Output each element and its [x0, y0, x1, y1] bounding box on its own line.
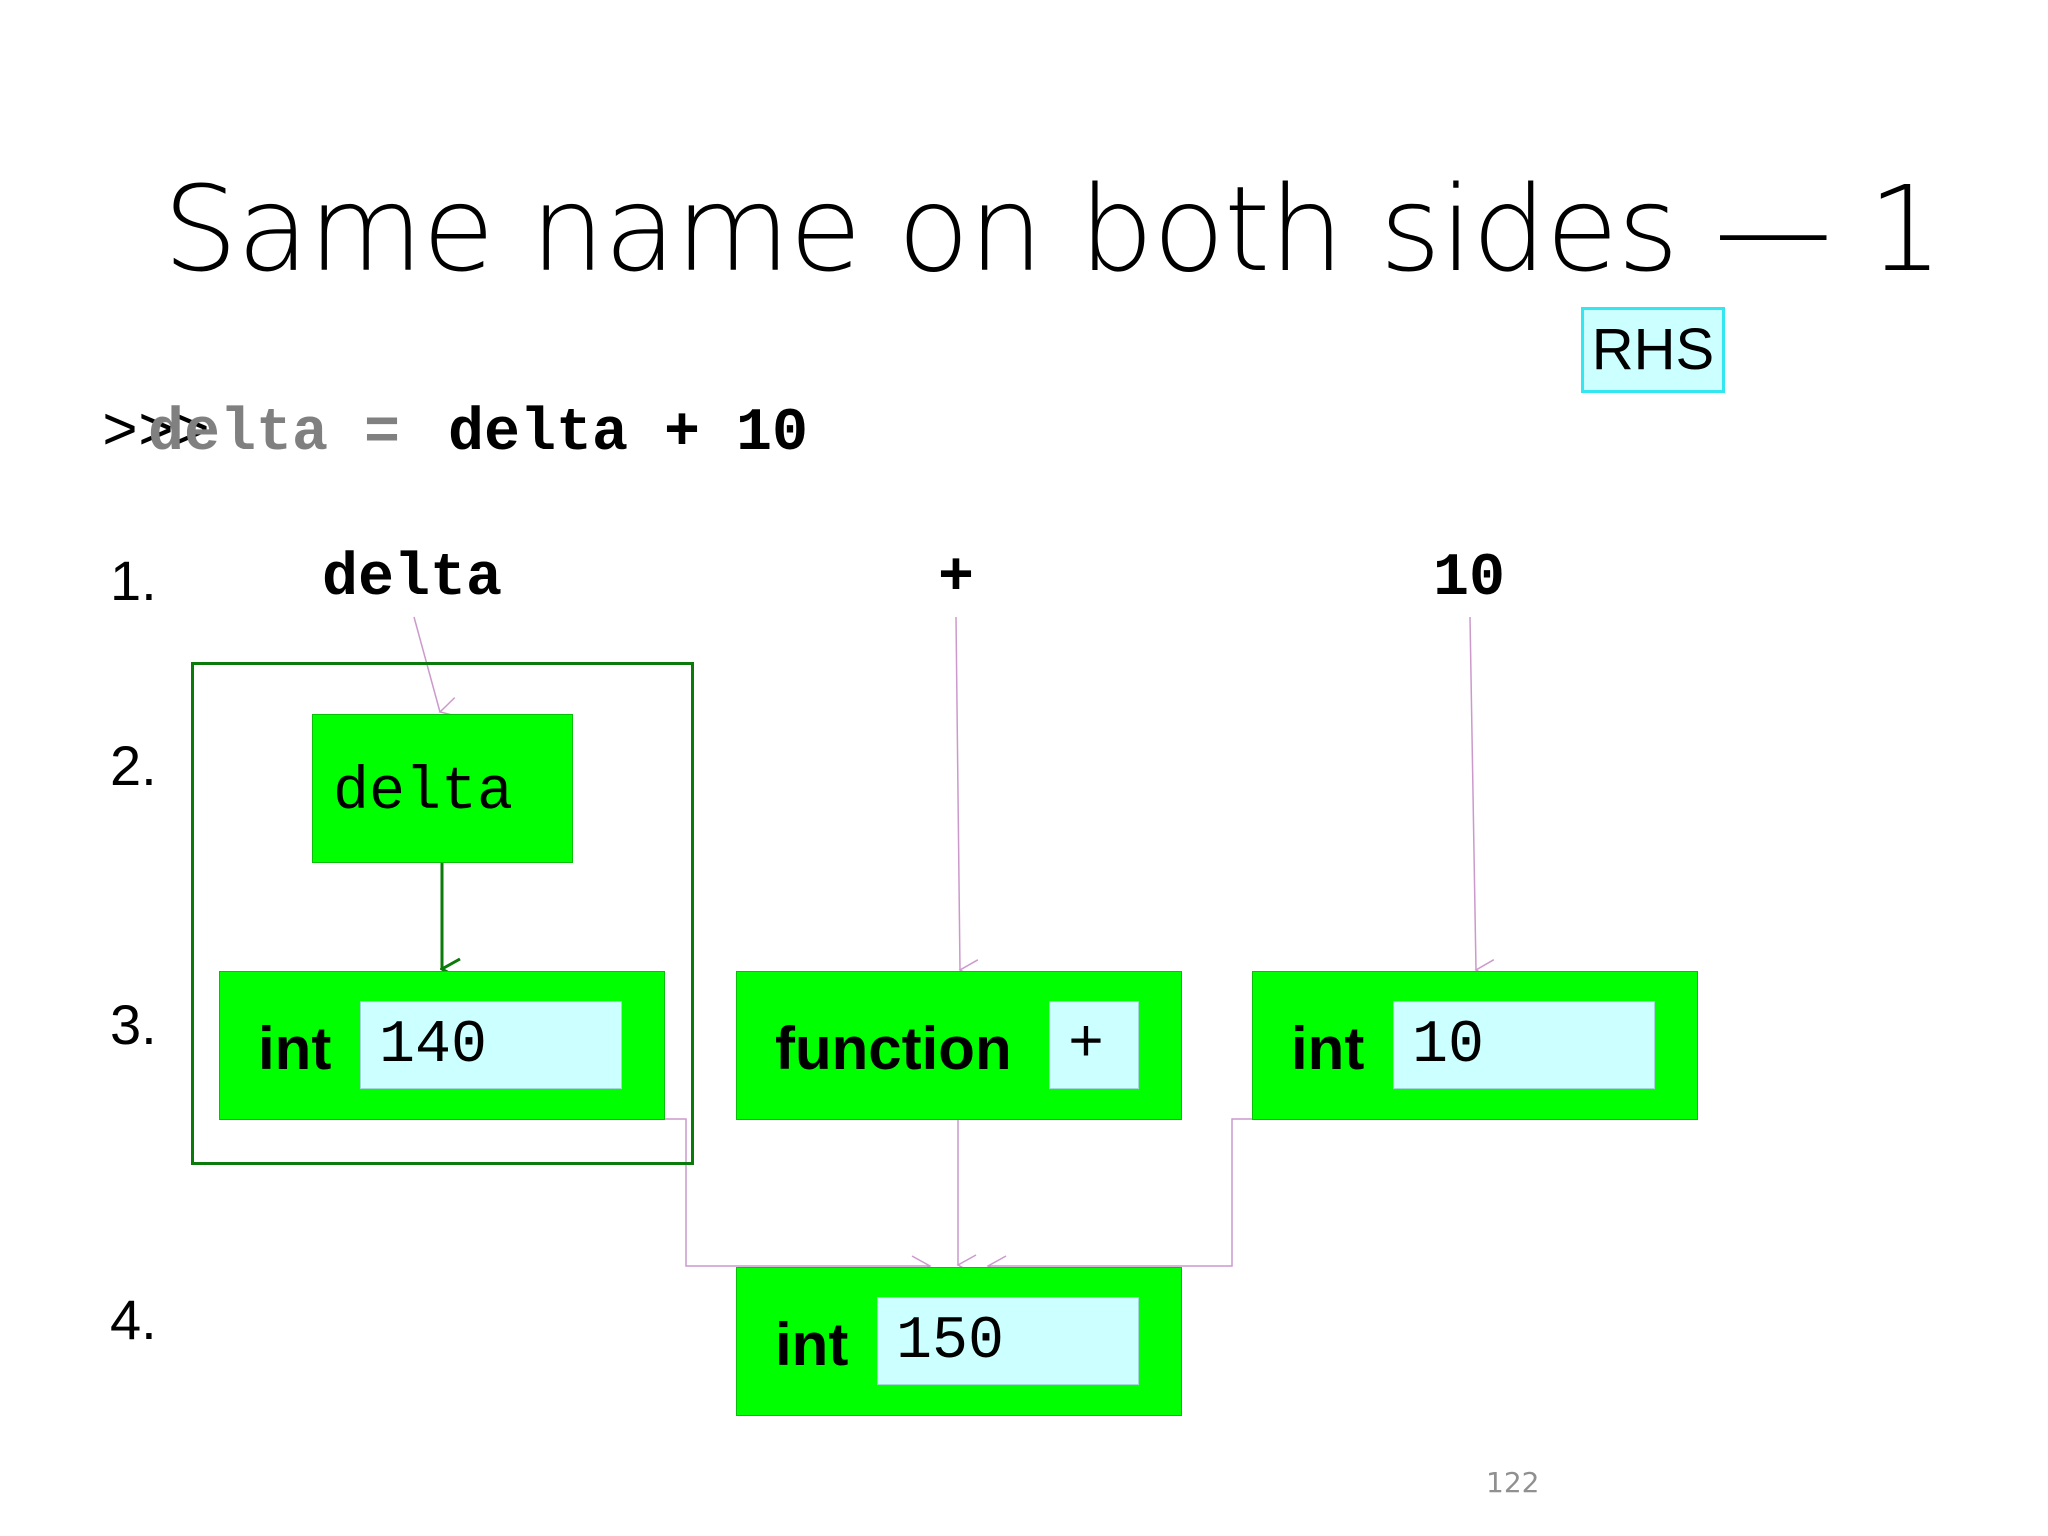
name-box-delta: delta: [312, 714, 573, 863]
statement-lhs: delta =: [148, 400, 401, 468]
object-value: 140: [360, 1001, 622, 1089]
step-3-label: 3.: [110, 993, 157, 1056]
object-value: 10: [1393, 1001, 1655, 1089]
object-type: int: [258, 1015, 332, 1082]
step-2-label: 2.: [110, 734, 157, 797]
token-plus: +: [938, 545, 975, 613]
object-function-plus: function +: [736, 971, 1182, 1120]
token-ten: 10: [1433, 545, 1506, 613]
rhs-badge: RHS: [1581, 307, 1725, 393]
slide-title: Same name on both sides — 1: [163, 160, 1943, 298]
object-type: function: [775, 1015, 1012, 1082]
object-value: +: [1049, 1001, 1139, 1089]
name-box-label: delta: [333, 759, 514, 827]
object-int-10: int 10: [1252, 971, 1698, 1120]
python-prompt: >>>: [102, 400, 211, 468]
page-number: 122: [1486, 1466, 1540, 1499]
step-4-label: 4.: [110, 1288, 157, 1351]
object-int-140: int 140: [219, 971, 665, 1120]
step-1-label: 1.: [110, 549, 157, 612]
statement-rhs: delta + 10: [448, 400, 809, 468]
delta-lookup-frame: [191, 662, 694, 1165]
wire-140-to-result: [665, 1118, 932, 1277]
wire-10-to-result: [986, 1118, 1252, 1277]
arrow-plus-token: [955, 616, 979, 981]
object-value: 150: [877, 1297, 1139, 1385]
object-type: int: [1291, 1015, 1365, 1082]
arrow-ten-token: [1469, 616, 1495, 981]
object-int-150-result: int 150: [736, 1267, 1182, 1416]
token-delta: delta: [322, 545, 503, 613]
object-type: int: [775, 1311, 849, 1378]
